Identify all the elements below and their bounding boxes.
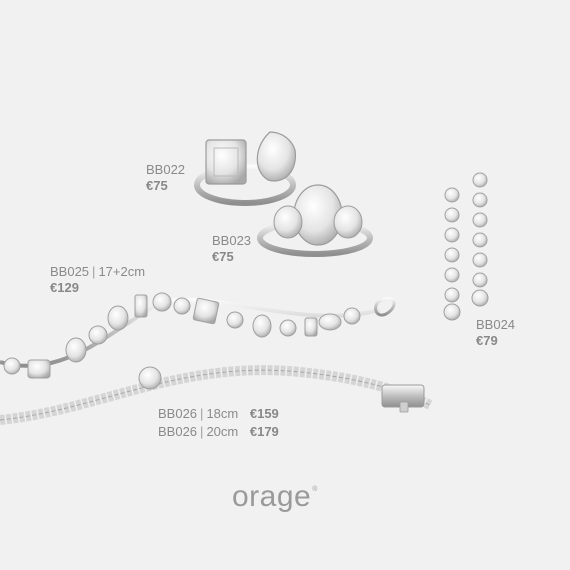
product-code: BB026	[158, 406, 198, 421]
ring-bb023-image	[257, 184, 373, 257]
registered-mark: ®	[312, 486, 318, 493]
product-code: BB026	[158, 424, 198, 439]
label-bb025: BB025|17+2cm €129	[50, 264, 145, 296]
product-price: €75	[146, 178, 168, 193]
product-code: BB023	[212, 233, 252, 248]
brand-logo: orage®	[232, 480, 318, 514]
label-bb023: BB023 €75	[212, 233, 251, 265]
product-code: BB024	[476, 317, 516, 332]
product-price: €79	[476, 333, 498, 348]
product-size: 17+2cm	[98, 264, 146, 279]
label-bb024: BB024 €79	[476, 317, 515, 349]
product-size: 18cm	[206, 406, 239, 421]
label-bb026-20: BB026|20cm €179	[158, 424, 279, 439]
label-bb022: BB022 €75	[146, 162, 185, 194]
logo-text: orage	[232, 480, 312, 513]
product-price: €159	[249, 406, 279, 421]
bracelet-bb025-image	[0, 292, 396, 379]
bracelet-bb026-image	[0, 365, 433, 425]
earrings-bb024-image	[443, 172, 489, 321]
product-code: BB025	[50, 264, 90, 279]
product-price: €179	[249, 424, 279, 439]
product-price: €75	[212, 249, 234, 264]
product-code: BB022	[146, 162, 186, 177]
label-bb026-18: BB026|18cm €159	[158, 406, 279, 421]
ring-bb022-image	[194, 131, 296, 206]
product-code-line: BB025|17+2cm	[50, 264, 146, 279]
product-size: 20cm	[206, 424, 239, 439]
product-price: €129	[50, 280, 79, 295]
